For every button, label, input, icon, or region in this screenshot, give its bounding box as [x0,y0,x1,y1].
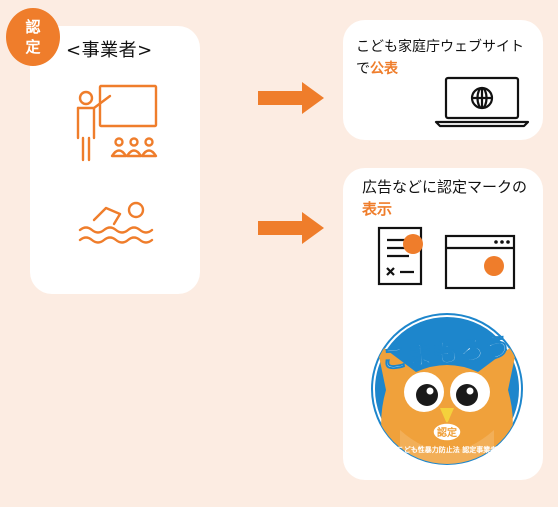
publish-line-1: こども家庭庁ウェブサイト [356,39,524,55]
publish-line-2: で公表 [356,58,540,80]
business-card [30,26,200,294]
publish-card [343,20,543,140]
display-line-1: 広告などに認定マークの [362,178,528,196]
komamorou-mark: こまもろう 認定 こども性暴力防止法 認定事業者 [371,313,523,465]
arrow-to-publish [258,82,324,114]
badge-char-1: 認 [25,18,41,36]
mark-seal: 認定 [437,426,457,439]
badge-char-2: 定 [25,38,41,56]
certified-badge: 認 定 [6,8,60,66]
document-icon [377,226,423,286]
arrow-to-display [258,212,324,244]
display-text: 広告などに認定マークの 表示 [362,176,546,220]
publish-accent: 公表 [370,61,398,77]
laptop-globe-icon [434,76,530,128]
publish-text: こども家庭庁ウェブサイト で公表 [356,36,540,80]
mark-caption: こども性暴力防止法 認定事業者 [397,445,497,454]
swimmer-icon [78,201,154,244]
business-title: <事業者> [66,40,153,61]
browser-window-icon [444,234,516,290]
classroom-icon [76,84,158,162]
display-accent: 表示 [362,200,393,218]
publish-prefix: で [356,61,370,77]
